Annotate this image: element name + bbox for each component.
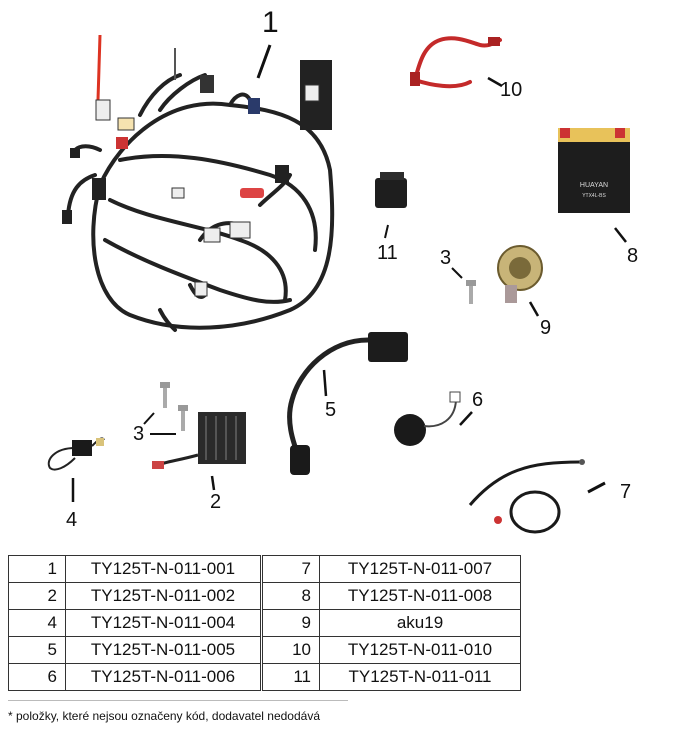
table-row: 4 TY125T-N-011-004 — [8, 609, 261, 637]
part-number: 1 — [8, 555, 66, 583]
part-code: TY125T-N-011-002 — [65, 582, 261, 610]
part-number: 5 — [8, 636, 66, 664]
part-number: 10 — [262, 636, 320, 664]
leader-line-3-lower-a — [143, 412, 155, 425]
table-row: 8 TY125T-N-011-008 — [262, 582, 521, 610]
sensor-part — [394, 391, 461, 446]
regulator-part — [152, 412, 246, 469]
part-number: 6 — [8, 663, 66, 691]
bolt-upper-part — [466, 280, 476, 304]
harness-connectors — [62, 34, 332, 297]
battery-brand-label: HUAYAN — [580, 182, 608, 189]
ground-cable-part — [468, 459, 585, 534]
leader-line-5 — [322, 369, 328, 397]
part-code: TY125T-N-011-005 — [65, 636, 261, 664]
part-number: 8 — [262, 582, 320, 610]
battery-part: HUAYAN YTX4L-BS — [558, 128, 630, 213]
horn-part — [497, 245, 543, 303]
part-code: aku19 — [319, 609, 521, 637]
callout-8: 8 — [627, 245, 639, 267]
leader-line-8 — [614, 227, 627, 243]
callout-4: 4 — [66, 509, 78, 531]
callout-10: 10 — [500, 79, 523, 101]
callout-2: 2 — [210, 491, 222, 513]
table-row: 5 TY125T-N-011-005 — [8, 636, 261, 664]
part-code: TY125T-N-011-006 — [65, 663, 261, 691]
callout-1: 1 — [262, 6, 279, 39]
ignition-coil-part — [287, 332, 408, 475]
leader-line-10 — [487, 76, 503, 88]
switch-part — [47, 437, 105, 471]
table-row: 7 TY125T-N-011-007 — [262, 555, 521, 583]
leader-line-7 — [587, 481, 606, 494]
part-code: TY125T-N-011-011 — [319, 663, 521, 691]
part-code: TY125T-N-011-008 — [319, 582, 521, 610]
part-code: TY125T-N-011-004 — [65, 609, 261, 637]
callout-3-upper: 3 — [440, 247, 452, 269]
relay-part — [375, 172, 407, 208]
callout-6: 6 — [472, 389, 484, 411]
part-number: 2 — [8, 582, 66, 610]
table-row: 1 TY125T-N-011-001 — [8, 555, 261, 583]
callout-5: 5 — [325, 399, 337, 421]
callout-3-lower: 3 — [133, 423, 145, 445]
part-number: 4 — [8, 609, 66, 637]
parts-diagram: HUAYAN YTX4L-BS — [47, 34, 630, 534]
leader-line-9 — [528, 301, 540, 317]
leader-line-2 — [210, 475, 216, 491]
battery-cable-part — [410, 36, 502, 89]
table-row: 2 TY125T-N-011-002 — [8, 582, 261, 610]
table-row: 9 aku19 — [262, 609, 521, 637]
leader-line-6 — [459, 411, 473, 426]
table-row: 10 TY125T-N-011-010 — [262, 636, 521, 664]
part-number: 11 — [262, 663, 320, 691]
part-number: 9 — [262, 609, 320, 637]
footnote: * položky, které nejsou označeny kód, do… — [8, 700, 348, 723]
table-row: 11 TY125T-N-011-011 — [262, 663, 521, 691]
parts-table-left: 1 TY125T-N-011-001 2 TY125T-N-011-002 4 … — [8, 555, 261, 691]
parts-table-right: 7 TY125T-N-011-007 8 TY125T-N-011-008 9 … — [262, 555, 521, 691]
part-code: TY125T-N-011-010 — [319, 636, 521, 664]
leader-line-1 — [256, 44, 272, 79]
bolts-lower-part — [160, 382, 188, 431]
part-code: TY125T-N-011-007 — [319, 555, 521, 583]
callout-11: 11 — [377, 242, 398, 264]
leader-line-11 — [384, 224, 389, 239]
part-number: 7 — [262, 555, 320, 583]
part-code: TY125T-N-011-001 — [65, 555, 261, 583]
leader-line-3-upper — [451, 267, 463, 279]
battery-model-label: YTX4L-BS — [582, 193, 606, 199]
callout-9: 9 — [540, 317, 552, 339]
table-row: 6 TY125T-N-011-006 — [8, 663, 261, 691]
callout-7: 7 — [620, 481, 632, 503]
